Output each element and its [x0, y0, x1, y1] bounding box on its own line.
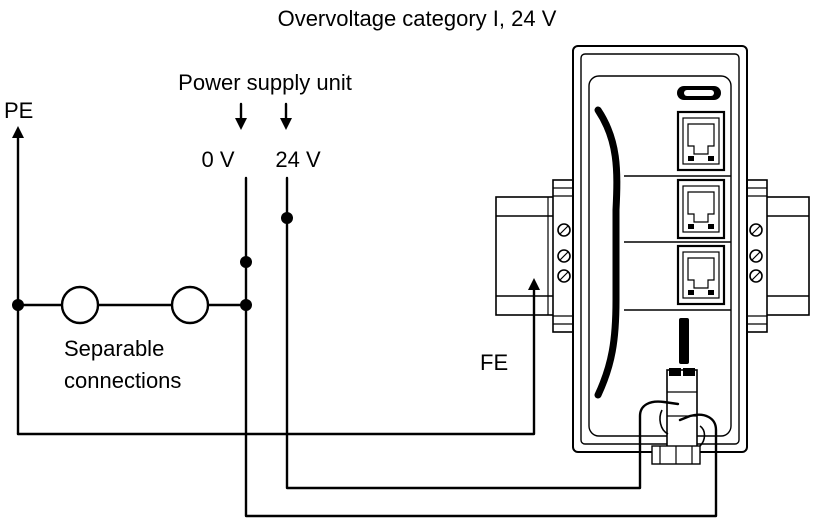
twentyfour-v-wire: [285, 176, 680, 490]
junction-dot: [281, 212, 293, 224]
junction-dots: [12, 212, 293, 311]
junction-dot: [12, 299, 24, 311]
pe-label: PE: [4, 98, 33, 123]
usb-c-port-icon: [677, 86, 721, 100]
wires: [12, 126, 718, 518]
card-slot-icon: [679, 318, 689, 364]
ethernet-port-icon-1: [676, 110, 726, 172]
ethernet-port-icon-2: [676, 178, 726, 240]
ethernet-port-icon-3: [676, 244, 726, 306]
zero-v-label: 0 V: [201, 147, 234, 172]
separable-connection-circle-2: [170, 285, 210, 325]
rail-clamp-left: [552, 179, 576, 333]
separable-label-line2: connections: [64, 368, 181, 393]
separable-label-line1: Separable: [64, 336, 164, 361]
device-module: [572, 45, 748, 465]
diagram-title: Overvoltage category I, 24 V: [278, 6, 557, 31]
power-supply-label: Power supply unit: [178, 70, 352, 95]
supply-arrows: [235, 102, 292, 130]
rail-clamp-right: [744, 179, 768, 333]
separable-connection-circle-1: [60, 285, 100, 325]
fe-wire: [16, 278, 540, 436]
junction-dot: [240, 299, 252, 311]
separable-connections: [60, 285, 210, 325]
junction-dot: [240, 256, 252, 268]
twentyfour-v-label: 24 V: [275, 147, 321, 172]
zero-v-wire: [244, 176, 718, 518]
fe-label: FE: [480, 350, 508, 375]
